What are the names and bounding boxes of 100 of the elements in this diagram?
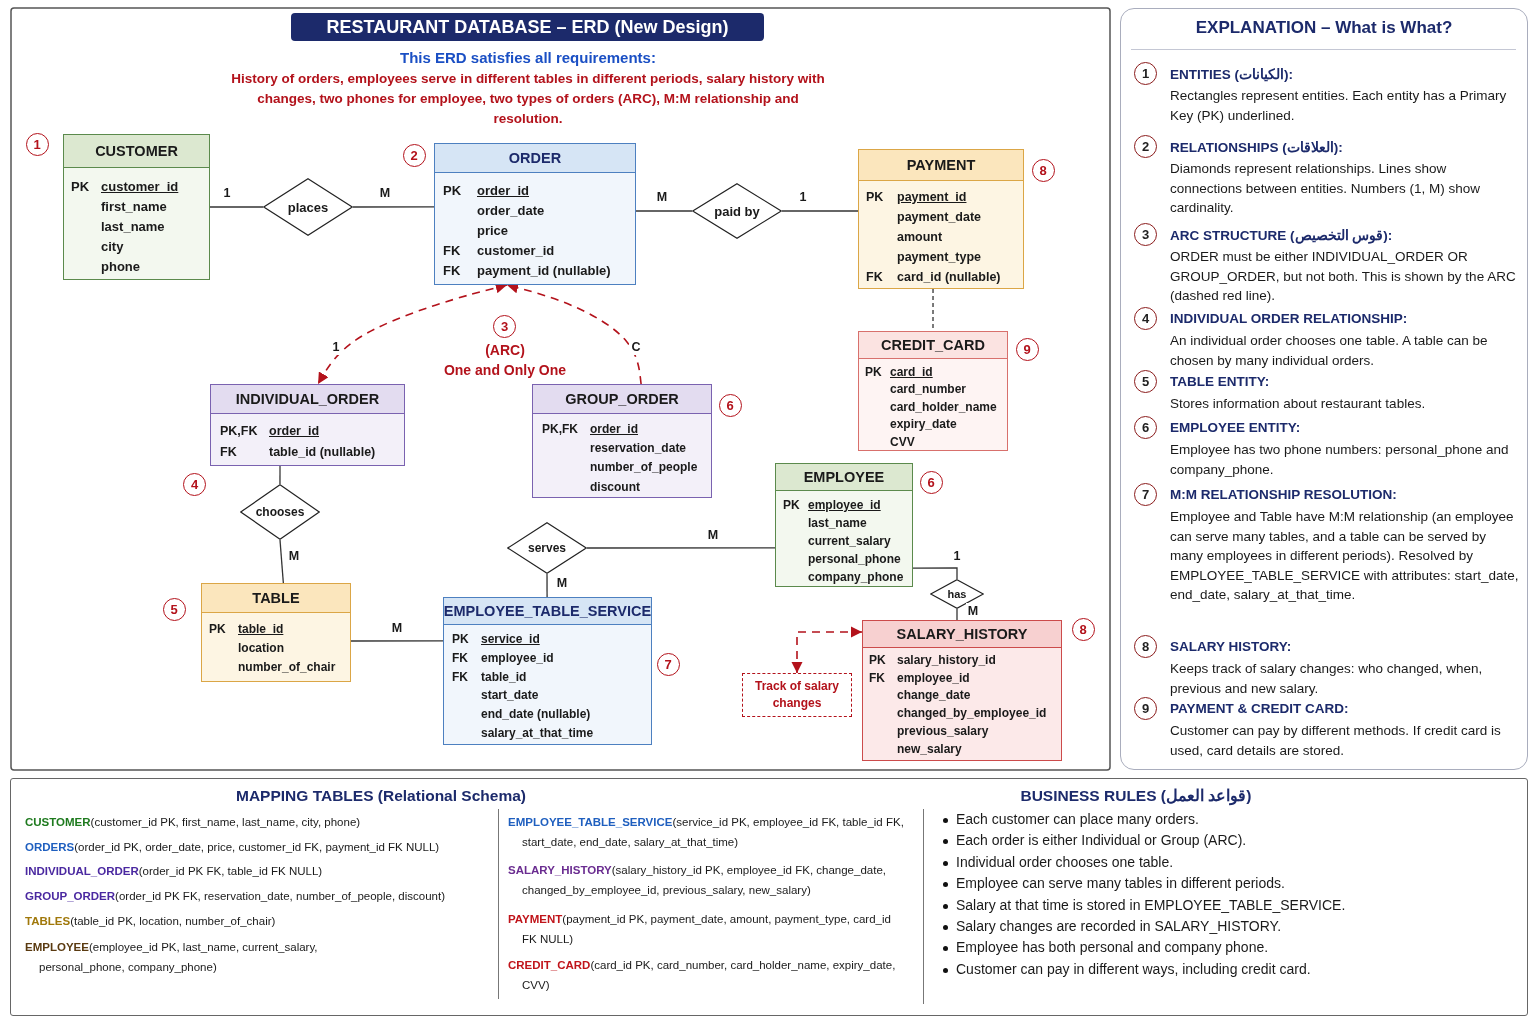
entity-title: EMPLOYEE: [776, 464, 912, 491]
entity-box: [532, 384, 712, 498]
entity-title: ORDER: [435, 144, 635, 173]
relationship-label: places: [287, 199, 329, 215]
callout-number: 7: [656, 652, 680, 676]
schema-entry: CUSTOMER(customer_id PK, first_name, last_name, city, phone): [25, 815, 362, 830]
entity-title: TABLE: [202, 584, 350, 613]
schema-entry: TABLES(table_id PK, location, number_of_chair): [25, 914, 277, 929]
entity-box: [63, 134, 210, 280]
attribute-name: personal_phone: [808, 552, 901, 566]
entity-title: EMPLOYEE_TABLE_SERVICE: [444, 598, 651, 625]
relationship-label: serves: [527, 541, 566, 555]
schema-panel: [10, 778, 1528, 1016]
key-label: FK: [443, 262, 462, 278]
attribute-name: table_id: [238, 621, 284, 636]
rule-item: Salary at that time is stored in EMPLOYEE_TABLE_SERVICE.: [956, 896, 1346, 913]
connector-line: [586, 547, 776, 549]
item-text: ORDER must be either INDIVIDUAL_ORDER OR GROUP_ORDER, but not both. This is shown by the ARC (dashed red line).: [1170, 248, 1517, 305]
attribute-name: salary_at_that_time: [481, 725, 594, 740]
key-label: PK,FK: [220, 423, 259, 438]
key-label: FK: [443, 242, 462, 258]
step-number: 3: [1134, 223, 1157, 246]
key-label: FK: [452, 651, 469, 666]
rule-item: Each order is either Individual or Group (ARC).: [956, 832, 1247, 849]
key-label: FK: [866, 270, 884, 284]
attribute-name: reservation_date: [590, 440, 687, 455]
cardinality-label: C: [629, 339, 643, 355]
entity-title: SALARY_HISTORY: [863, 621, 1061, 648]
attribute-name: number_of_people: [590, 460, 698, 475]
entity-title: CUSTOMER: [64, 135, 209, 168]
item-heading: ENTITIES (الكيانات):: [1170, 66, 1293, 82]
entity-box: [862, 620, 1062, 761]
key-label: PK: [865, 364, 883, 379]
subtitle: This ERD satisfies all requirements:: [399, 49, 657, 66]
attribute-name: card_id (nullable): [897, 270, 1001, 284]
entity-box: [434, 143, 636, 285]
attribute-name: number_of_chair: [238, 659, 336, 674]
item-heading: M:M RELATIONSHIP RESOLUTION:: [1170, 487, 1397, 502]
attribute-name: salary_history_id: [897, 652, 996, 667]
schema-entry: SALARY_HISTORY(salary_history_id PK, employee_id FK, change_date, changed_by_employee_id, previous_salary, new_salary): [508, 863, 887, 898]
item-heading: EMPLOYEE ENTITY:: [1170, 420, 1301, 435]
connector-line: [279, 539, 284, 584]
item-text: An individual order chooses one table. A table can be chosen by many individual orders.: [1170, 332, 1489, 370]
step-number: 4: [1134, 307, 1157, 330]
rule-item: Employee has both personal and company phone.: [956, 939, 1269, 956]
item-text: Rectangles represent entities. Each entity has a Primary Key (PK) underlined.: [1170, 87, 1508, 125]
attribute-name: phone: [101, 258, 140, 274]
attribute-name: order_date: [477, 202, 545, 218]
connector-line: [546, 573, 548, 598]
schema-entry: CREDIT_CARD(card_id PK, card_number, card_holder_name, expiry_date, CVV): [508, 958, 897, 993]
attribute-name: order_id: [477, 182, 529, 198]
entity-title: INDIVIDUAL_ORDER: [211, 385, 404, 414]
attribute-name: customer_id: [101, 178, 179, 194]
connector-line: [781, 210, 859, 212]
item-heading: RELATIONSHIPS (العلاقات):: [1170, 139, 1343, 155]
attribute-name: order_id: [269, 423, 319, 438]
attribute-name: company_phone: [808, 570, 904, 584]
attribute-name: location: [238, 640, 284, 655]
attribute-name: current_salary: [808, 534, 891, 548]
attribute-name: card_number: [890, 382, 967, 397]
relationship-diamond: [263, 178, 353, 236]
title-banner: RESTAURANT DATABASE – ERD (New Design): [291, 13, 764, 41]
attribute-name: CVV: [890, 434, 915, 449]
key-label: PK: [71, 178, 91, 194]
schema-entry: EMPLOYEE(employee_id PK, last_name, current_salary, personal_phone, company_phone): [25, 940, 319, 975]
attribute-name: expiry_date: [890, 417, 957, 432]
connector-line: [635, 210, 693, 212]
attribute-name: first_name: [101, 198, 167, 214]
rule-item: Customer can pay in different ways, including credit card.: [956, 960, 1311, 977]
callout-number: 4: [183, 473, 206, 496]
attribute-name: amount: [897, 230, 943, 244]
step-number: 6: [1134, 416, 1157, 439]
attribute-name: last_name: [101, 218, 165, 234]
item-heading: ARC STRUCTURE (قوس التخصيص):: [1170, 227, 1393, 243]
callout-number: 8: [1071, 617, 1095, 641]
attribute-name: order_id: [590, 421, 638, 436]
dashed-connector: [791, 626, 863, 674]
attribute-name: card_holder_name: [890, 399, 997, 414]
item-heading: INDIVIDUAL ORDER RELATIONSHIP:: [1170, 311, 1408, 326]
connector-line: [956, 608, 958, 621]
item-heading: TABLE ENTITY:: [1170, 374, 1270, 389]
schema-entry: GROUP_ORDER(order_id PK FK, reservation_date, number_of_people, discount): [25, 889, 446, 904]
entity-title: GROUP_ORDER: [533, 385, 711, 414]
entity-box: [858, 149, 1024, 289]
key-label: PK: [869, 652, 887, 667]
entity-box: [775, 463, 913, 587]
callout-number: 6: [718, 393, 742, 417]
schema-entry: INDIVIDUAL_ORDER(order_id PK FK, table_id FK NULL): [25, 864, 324, 879]
key-label: PK: [783, 498, 801, 512]
key-label: FK: [869, 670, 886, 685]
attribute-name: card_id: [890, 364, 933, 379]
callout-number: 8: [1031, 158, 1055, 182]
item-text: Stores information about restaurant tables.: [1170, 395, 1427, 413]
key-label: PK,FK: [542, 421, 579, 436]
entity-title: CREDIT_CARD: [859, 332, 1007, 359]
key-label: PK: [209, 621, 227, 636]
attribute-name: table_id (nullable): [269, 444, 376, 459]
callout-number: 2: [402, 143, 426, 167]
step-number: 7: [1134, 483, 1157, 506]
attribute-name: previous_salary: [897, 724, 989, 739]
